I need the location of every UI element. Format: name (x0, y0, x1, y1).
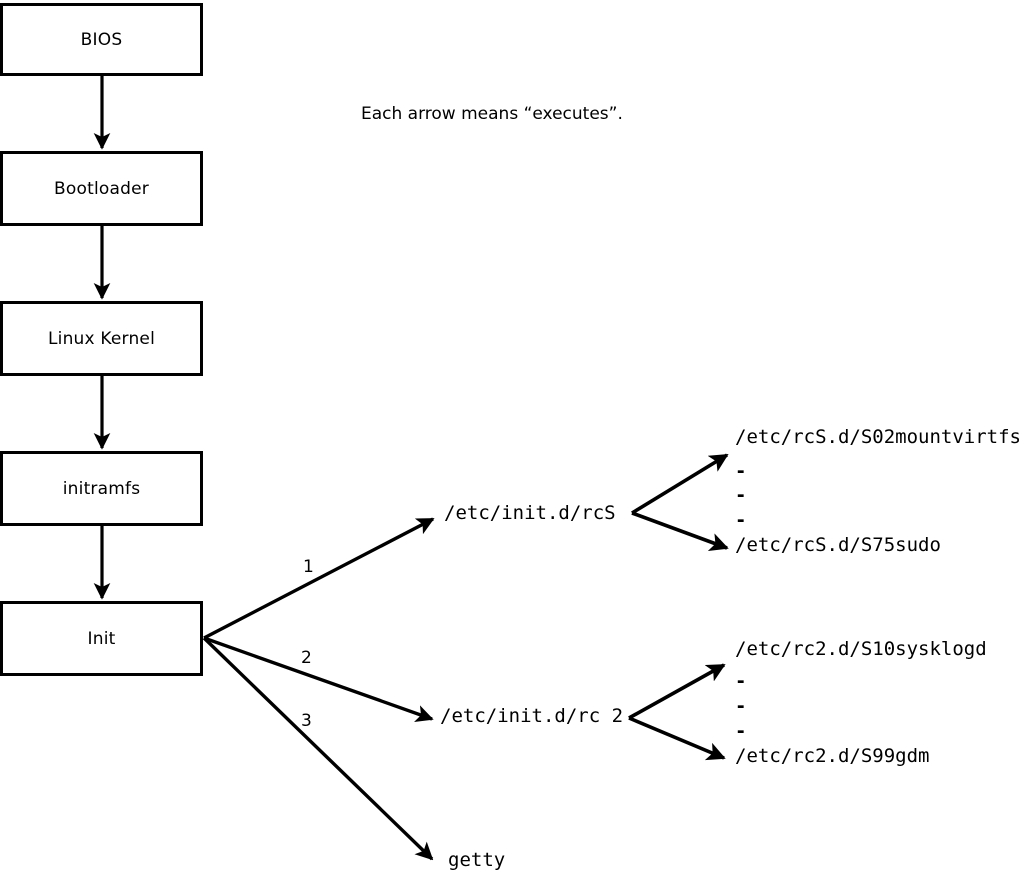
arrow-rcS-to-last (631, 511, 729, 551)
script-rc2-ellipsis-dash-2: - (735, 695, 747, 717)
stage-box-init: Init (0, 601, 203, 676)
script-rcS-ellipsis-dash-3: - (735, 509, 747, 531)
stage-label-init: Init (87, 628, 116, 649)
branch-target-getty: getty (448, 849, 506, 871)
stage-label-linux-kernel: Linux Kernel (47, 328, 155, 349)
stage-label-bios: BIOS (80, 29, 123, 50)
script-rcS-last: /etc/rcS.d/S75sudo (735, 534, 941, 556)
branch-number-3: 3 (301, 711, 312, 731)
script-rcS-ellipsis-dash-2: - (735, 484, 747, 506)
script-rcS-ellipsis-dash-1: - (735, 460, 747, 482)
stage-box-bios: BIOS (0, 3, 203, 76)
script-rcS-first: /etc/rcS.d/S02mountvirtfs (735, 426, 1021, 448)
arrow-rcS-to-first (631, 453, 729, 515)
arrow-meaning-caption: Each arrow means “executes”. (361, 104, 623, 124)
branch-number-2: 2 (301, 648, 312, 668)
arrow-init-to-rcS (203, 517, 435, 640)
arrow-rc2-to-last (628, 716, 726, 761)
arrow-init-to-getty (202, 636, 434, 861)
init-fanout-arrows (202, 517, 435, 861)
stage-box-bootloader: Bootloader (0, 151, 203, 226)
branch-target-rc2: /etc/init.d/rc 2 (440, 705, 624, 727)
script-rc2-ellipsis-dash-1: - (735, 670, 747, 692)
script-rc2-ellipsis-dash-3: - (735, 720, 747, 742)
stage-label-bootloader: Bootloader (54, 178, 149, 199)
arrow-rc2-to-first (628, 663, 726, 720)
stage-box-linux-kernel: Linux Kernel (0, 301, 203, 376)
rcS-fanout-arrows (631, 453, 729, 551)
stage-label-initramfs: initramfs (62, 478, 141, 499)
stage-box-initramfs: initramfs (0, 451, 203, 526)
branch-number-1: 1 (303, 557, 314, 577)
branch-target-rcS: /etc/init.d/rcS (444, 502, 616, 524)
arrow-init-to-rc2 (203, 636, 434, 723)
script-rc2-last: /etc/rc2.d/S99gdm (735, 745, 930, 767)
script-rc2-first: /etc/rc2.d/S10sysklogd (735, 638, 987, 660)
rc2-fanout-arrows (628, 663, 726, 761)
